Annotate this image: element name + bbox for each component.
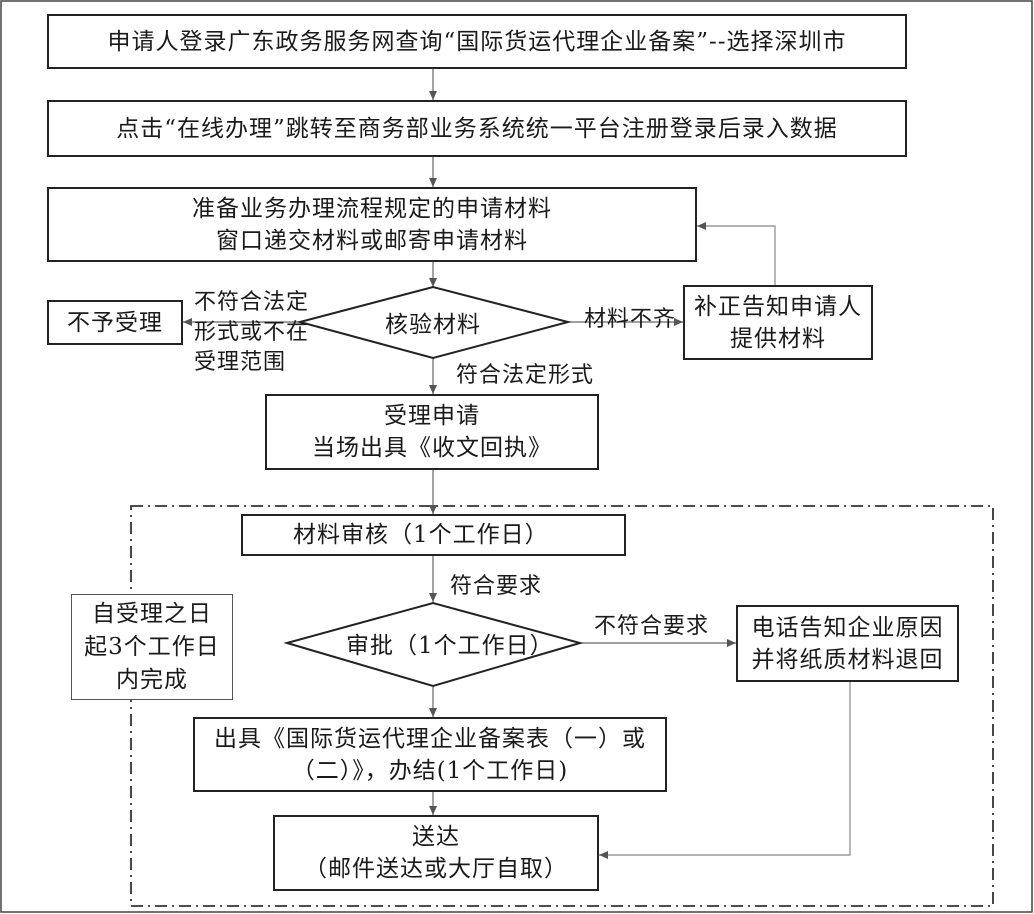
approve-decision-diamond <box>283 601 584 688</box>
reject-reason-line-3: 受理范围 <box>194 350 287 375</box>
time-limit-line-1: 自受理之日 <box>92 600 212 627</box>
material-review-label: 材料审核（1个工作日） <box>293 522 549 548</box>
time-limit-note-box: 自受理之日 起3个工作日 内完成 <box>71 594 233 700</box>
accept-line-1: 受理申请 <box>384 403 480 429</box>
issue-certificate-line-1: 出具《国际货运代理企业备案表（一）或 <box>214 725 646 752</box>
meet-requirements-label: 符合要求 <box>450 574 543 599</box>
delivery-line-1: 送达 <box>412 824 460 850</box>
verify-decision-diamond <box>296 285 572 360</box>
accept-line-2: 当场出具《收文回执》 <box>312 435 552 461</box>
phone-notice-line-1: 电话告知企业原因 <box>751 614 944 641</box>
reject-reason-label: 不符合法定 形式或不在 受理范围 <box>194 288 309 378</box>
step-query-portal: 申请人登录广东政务服务网查询“国际货运代理企业备案”--选择深圳市 <box>47 14 907 69</box>
step-online-entry-line-1: 点击“在线办理”跳转至商务部业务系统统一平台注册登录后录入数据 <box>116 115 838 142</box>
material-review-box: 材料审核（1个工作日） <box>241 514 626 556</box>
phone-notice-box: 电话告知企业原因 并将纸质材料退回 <box>736 605 959 682</box>
arrow-phone-deliver <box>599 682 851 859</box>
time-limit-line-2: 起3个工作日 <box>84 633 220 660</box>
step-prepare-materials: 准备业务办理流程规定的申请材料 窗口递交材料或邮寄申请材料 <box>47 187 697 262</box>
phone-notice-line-2: 并将纸质材料退回 <box>751 646 944 673</box>
incomplete-label: 材料不齐 <box>584 307 677 332</box>
step-query-portal-line-1: 申请人登录广东政务服务网查询“国际货运代理企业备案”--选择深圳市 <box>107 28 847 55</box>
processing-region-frame <box>130 505 994 907</box>
approve-decision-label: 审批（1个工作日） <box>346 633 554 659</box>
step-prepare-line-1: 准备业务办理流程规定的申请材料 <box>192 195 552 222</box>
correct-notice-line-1: 补正告知申请人 <box>694 293 862 320</box>
step-prepare-line-2: 窗口递交材料或邮寄申请材料 <box>216 227 528 254</box>
reject-reason-line-1: 不符合法定 <box>194 290 310 315</box>
correct-notice-line-2: 提供材料 <box>730 325 826 352</box>
arrow-correct-step3 <box>697 222 776 285</box>
legal-form-label: 符合法定形式 <box>456 363 595 388</box>
delivery-box: 送达 （邮件送达或大厅自取） <box>273 815 599 891</box>
reject-box: 不予受理 <box>47 300 183 345</box>
issue-certificate-box: 出具《国际货运代理企业备案表（一）或 （二）》，办结(1个工作日) <box>193 717 667 792</box>
time-limit-line-3: 内完成 <box>116 666 188 693</box>
step-online-entry: 点击“在线办理”跳转至商务部业务系统统一平台注册登录后录入数据 <box>47 100 907 157</box>
accept-application-box: 受理申请 当场出具《收文回执》 <box>265 394 599 470</box>
not-meet-requirements-label: 不符合要求 <box>594 614 710 639</box>
verify-decision-label: 核验材料 <box>385 312 481 338</box>
reject-box-label: 不予受理 <box>67 309 163 336</box>
delivery-line-2: （邮件送达或大厅自取） <box>304 856 568 882</box>
correct-notice-box: 补正告知申请人 提供材料 <box>683 285 873 360</box>
issue-certificate-line-2: （二）》，办结(1个工作日) <box>291 757 569 784</box>
reject-reason-line-2: 形式或不在 <box>194 320 310 345</box>
